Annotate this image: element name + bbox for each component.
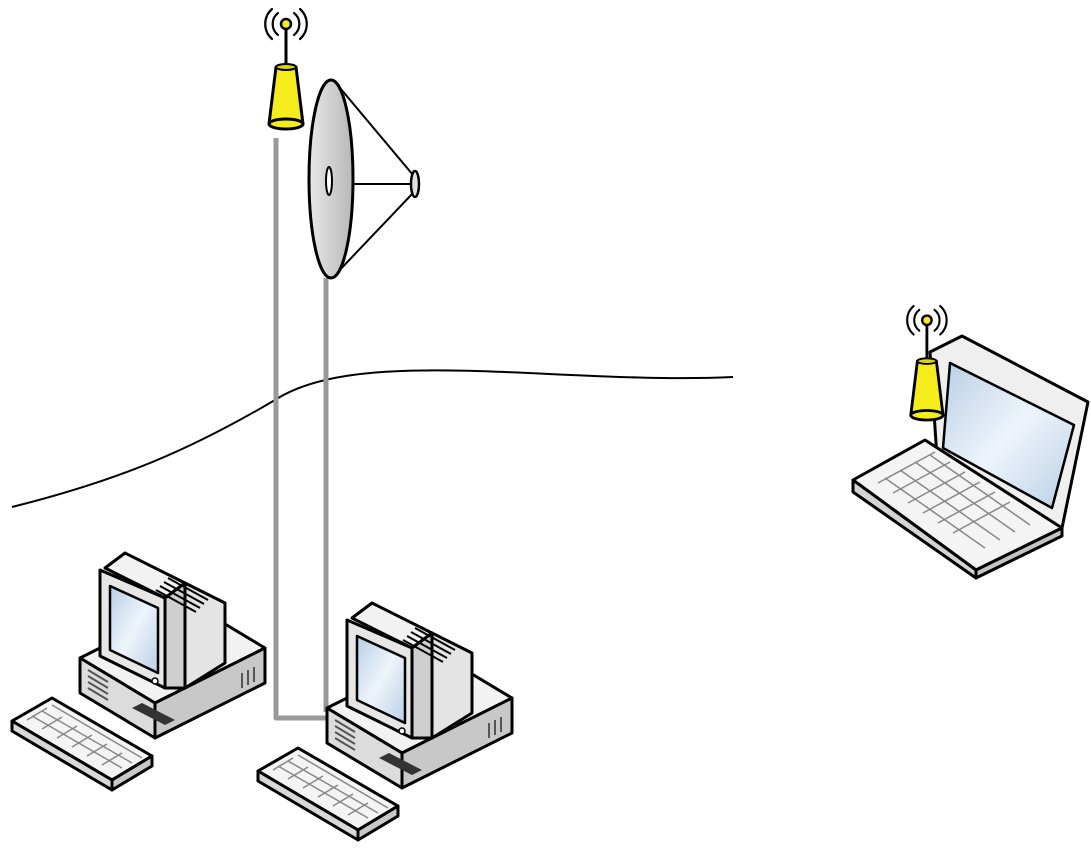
desktop-computer-icon [325,601,514,790]
satellite-dish-icon [307,78,421,280]
desktop-computer-icon [78,551,267,740]
horizon-line [11,369,734,508]
laptop-icon [851,334,1090,580]
mast-cable [273,138,330,721]
antenna-icon [263,7,309,131]
